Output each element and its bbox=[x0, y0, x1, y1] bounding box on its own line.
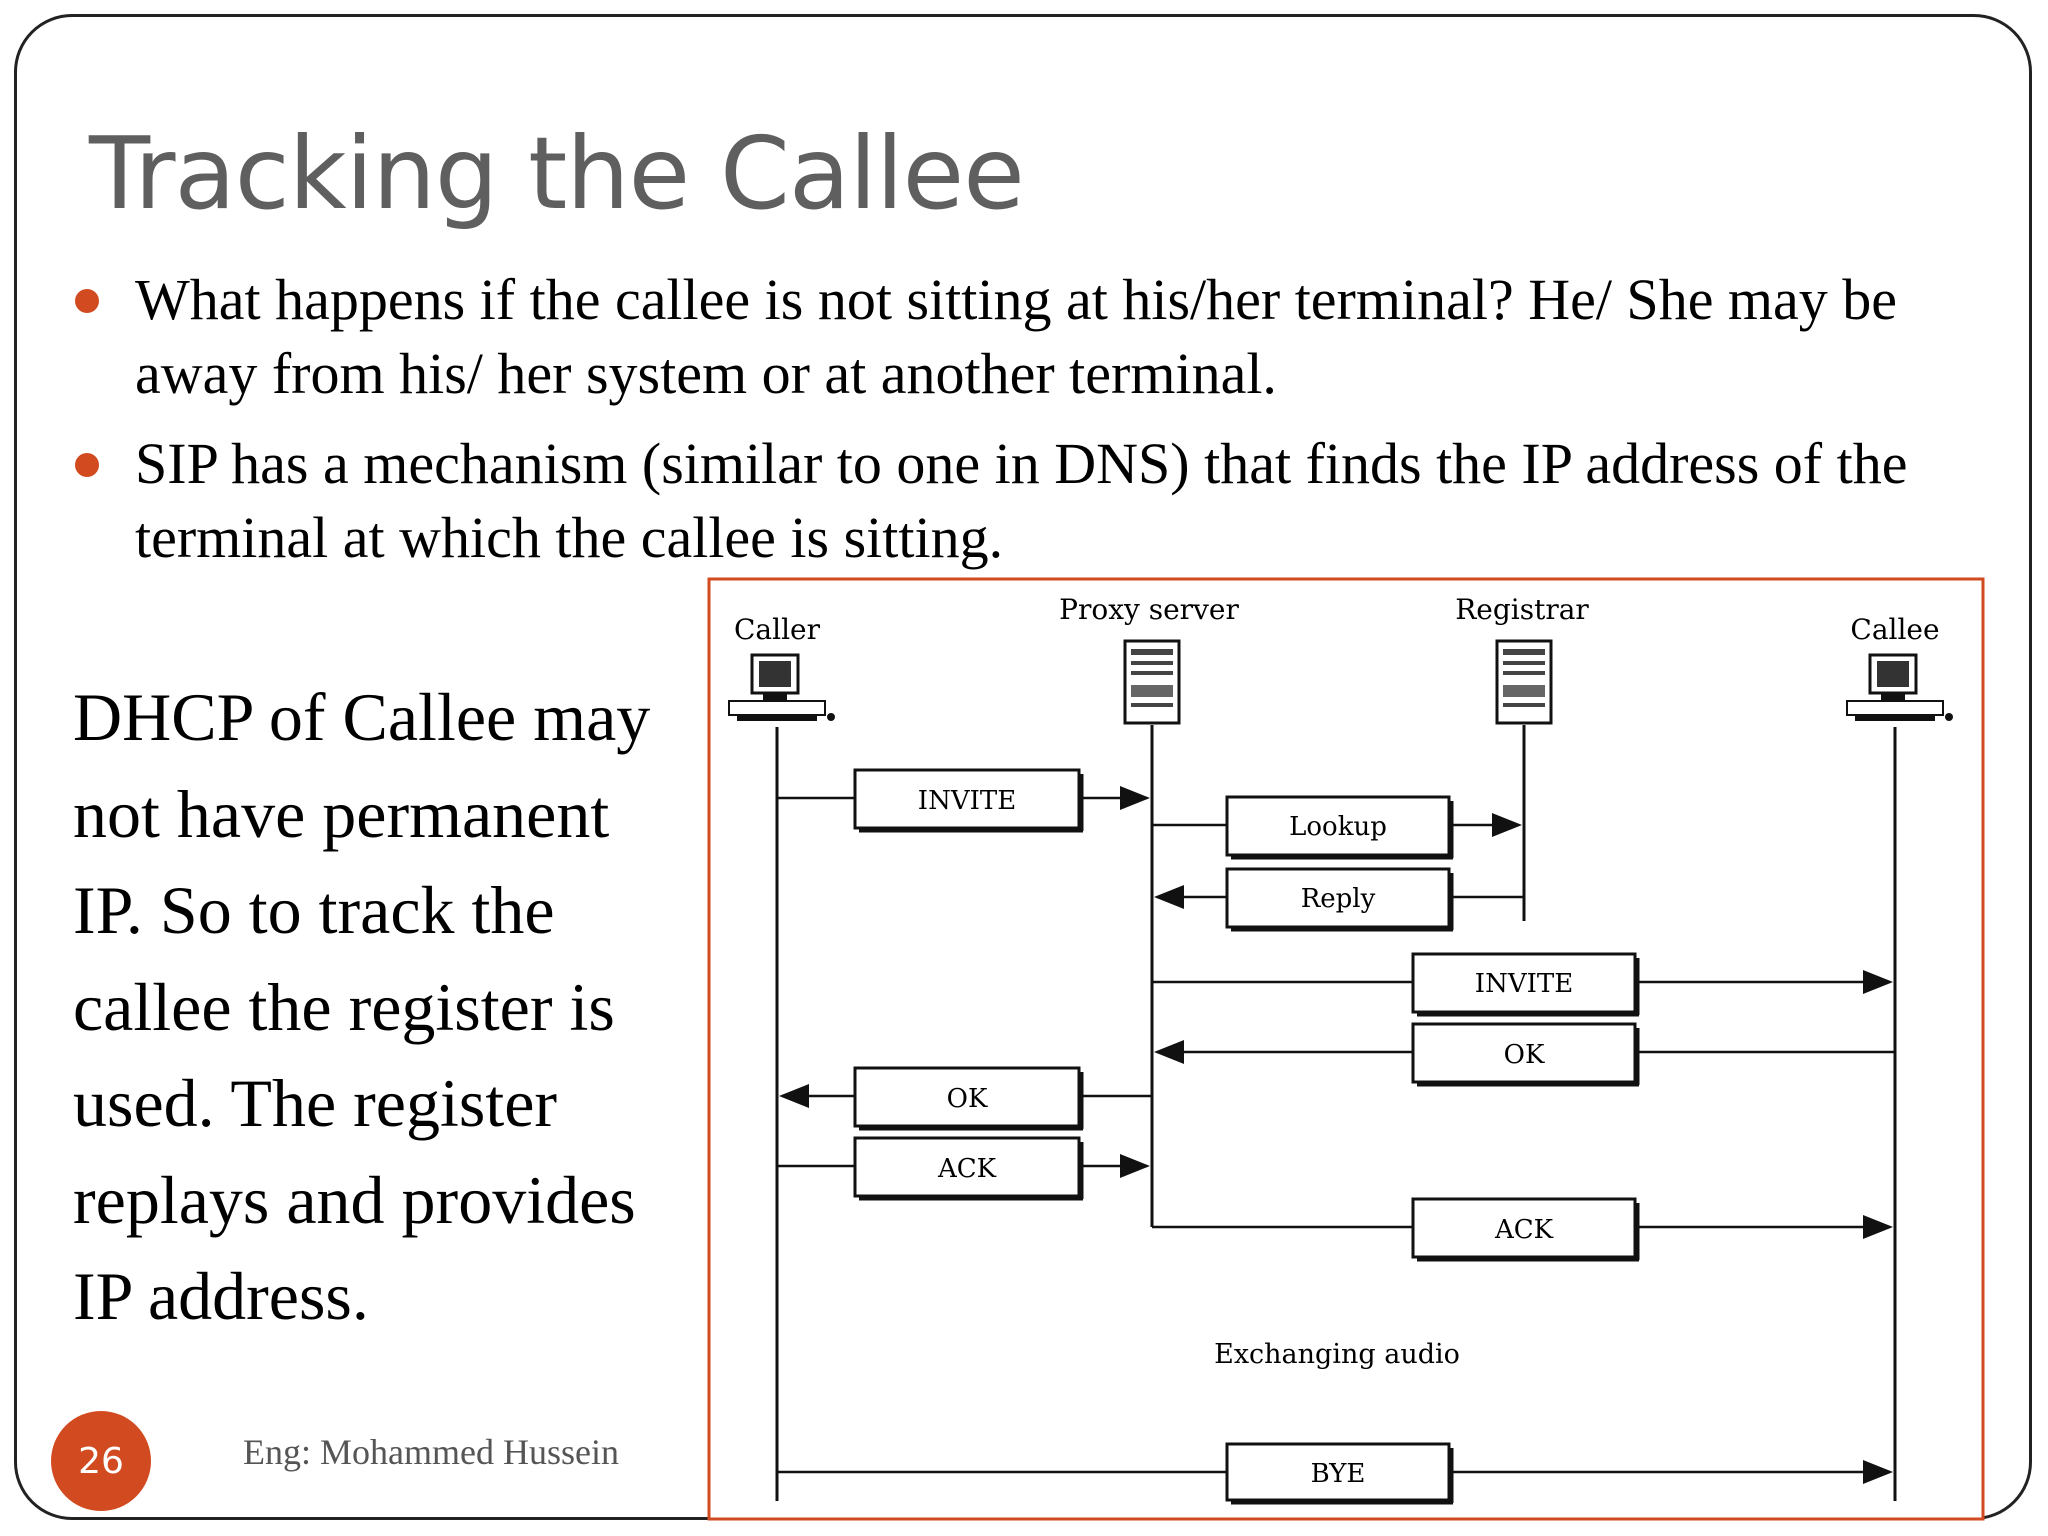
author-footer: Eng: Mohammed Hussein bbox=[243, 1431, 619, 1473]
entity-label-proxy: Proxy server bbox=[1059, 593, 1239, 626]
diagram-frame bbox=[709, 579, 1983, 1519]
message-label-ack: ACK bbox=[1494, 1215, 1554, 1245]
message-label-reply: Reply bbox=[1301, 884, 1376, 914]
slide: Tracking the Callee What happens if the … bbox=[14, 14, 2032, 1520]
side-explanation: DHCP of Callee may not have permanent IP… bbox=[73, 669, 693, 1345]
entity-label-registrar: Registrar bbox=[1455, 593, 1589, 626]
message-label-bye: BYE bbox=[1311, 1459, 1366, 1489]
message-label-invite: INVITE bbox=[1475, 969, 1573, 999]
bullet-dot-icon bbox=[75, 453, 99, 477]
message-label-ack: ACK bbox=[937, 1154, 997, 1184]
bullet-1: What happens if the callee is not sittin… bbox=[135, 263, 1955, 411]
entity-label-caller: Caller bbox=[734, 613, 821, 646]
sip-sequence-diagram: Caller Proxy server Registrar Callee bbox=[707, 577, 1987, 1527]
server-icon bbox=[1125, 641, 1179, 723]
note-exchanging-audio: Exchanging audio bbox=[1214, 1339, 1460, 1370]
slide-title: Tracking the Callee bbox=[89, 115, 1024, 232]
message-label-ok: OK bbox=[1504, 1040, 1545, 1070]
bullet-2: SIP has a mechanism (similar to one in D… bbox=[135, 427, 1955, 575]
page-number-badge: 26 bbox=[51, 1411, 151, 1511]
message-label-ok: OK bbox=[947, 1084, 988, 1114]
bullet-dot-icon bbox=[75, 289, 99, 313]
message-label-invite: INVITE bbox=[918, 786, 1016, 816]
server-icon bbox=[1497, 641, 1551, 723]
entity-label-callee: Callee bbox=[1850, 613, 1939, 646]
message-label-lookup: Lookup bbox=[1289, 812, 1387, 842]
